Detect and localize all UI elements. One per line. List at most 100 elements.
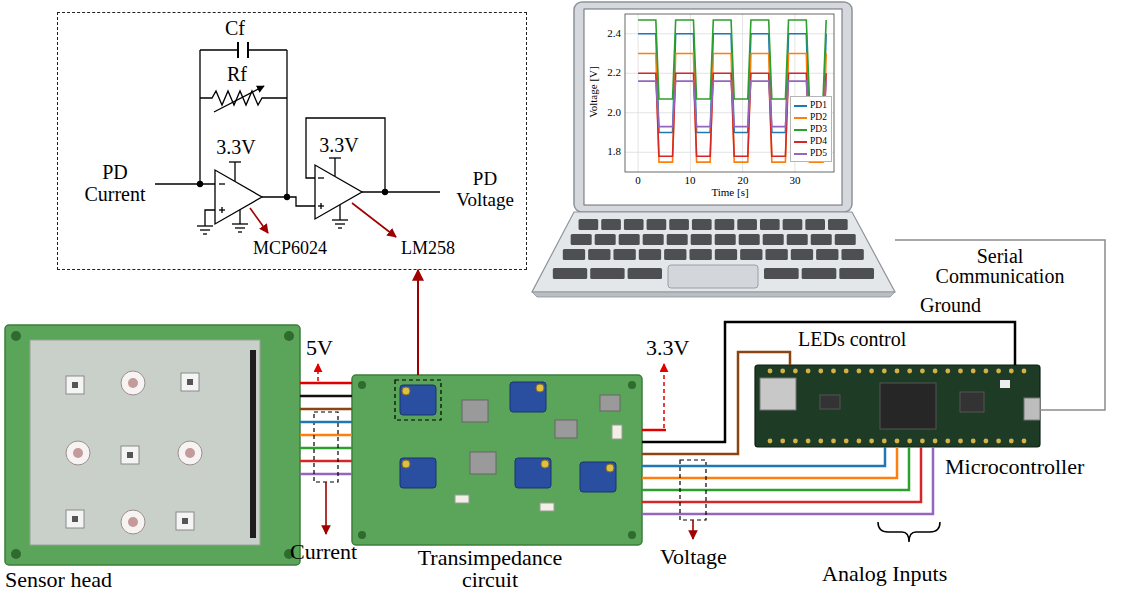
photodiode — [121, 371, 145, 395]
circuit-schematic — [200, 91, 287, 105]
circuit-schematic — [329, 157, 341, 158]
keyboard-key — [805, 219, 825, 230]
keyboard-key — [839, 268, 874, 279]
tick-label: 20 — [728, 174, 758, 186]
laptop-drawing — [532, 212, 895, 292]
photodiode — [66, 371, 202, 534]
keyboard-key — [802, 268, 837, 279]
led-die — [187, 379, 193, 385]
legend-box: PD1PD2PD3PD4PD5 — [790, 96, 832, 162]
circuit-schematic — [335, 223, 345, 224]
header-pin — [857, 369, 862, 374]
tick-label: 10 — [675, 174, 705, 186]
grid-line — [742, 14, 743, 172]
legend-text: PD3 — [810, 124, 827, 134]
keyboard-key — [763, 234, 784, 245]
header-pin — [831, 369, 836, 374]
header-pin — [984, 369, 989, 374]
circuit-schematic — [332, 219, 348, 220]
header-pin — [971, 369, 976, 374]
tick-label: 2.2 — [596, 66, 621, 78]
led-chip — [121, 446, 139, 464]
leader-arrow — [352, 203, 396, 237]
connection-label: LEDs control — [798, 328, 906, 350]
header-pin — [996, 439, 1001, 444]
header-pin — [869, 369, 874, 374]
keyboard-key — [667, 234, 688, 245]
keyboard-key — [783, 219, 803, 230]
wire-connector — [895, 240, 1105, 410]
signal-wire — [300, 408, 352, 411]
circuit-schematic — [247, 42, 249, 58]
signal-wire — [642, 429, 666, 432]
header-pin — [844, 439, 849, 444]
led-die — [127, 452, 133, 458]
circuit-schematic — [334, 158, 335, 176]
keyboard-keys — [553, 219, 874, 279]
header-pin — [831, 439, 836, 444]
ic-chip — [462, 400, 488, 422]
microcontroller-board — [755, 365, 1040, 447]
circuit-schematic — [339, 205, 340, 220]
header-pin — [895, 369, 900, 374]
sensor-head-board — [5, 325, 300, 565]
voltage-label: 3.3V — [646, 336, 689, 360]
laptop-drawing — [668, 265, 758, 288]
legend-text: PD5 — [810, 148, 827, 158]
circuit-schematic — [306, 118, 385, 192]
keyboard-key — [835, 234, 856, 245]
capacitor-part — [540, 503, 554, 511]
keyboard-key — [563, 249, 585, 260]
keyboard-key — [628, 268, 662, 279]
led-chip — [181, 373, 199, 391]
keyboard-key — [737, 219, 757, 230]
keyboard-key — [647, 219, 667, 230]
curly-brace — [878, 522, 940, 542]
voltage-label: 5V — [306, 336, 333, 360]
ic-chip — [600, 395, 620, 411]
sensor-head-board — [250, 350, 256, 538]
keyboard-key — [715, 219, 735, 230]
trimmer-screw — [606, 464, 614, 472]
header-pin — [971, 439, 976, 444]
keyboard-key — [715, 249, 737, 260]
connection-label: Ground — [920, 294, 981, 316]
part-number: LM258 — [401, 239, 455, 259]
legend-text: PD2 — [810, 112, 827, 122]
tick-label: 2.4 — [596, 27, 621, 39]
keyboard-key — [571, 234, 592, 245]
header-pin — [818, 439, 823, 444]
keyboard-key — [669, 219, 689, 230]
photodiode-core — [73, 448, 83, 458]
legend-swatch — [794, 141, 807, 143]
wire-connector — [642, 322, 1015, 442]
circuit-schematic — [383, 190, 388, 195]
grid-line — [690, 14, 691, 172]
photodiode-core — [73, 378, 195, 527]
keyboard-key — [765, 249, 787, 260]
wire-connector — [642, 352, 790, 454]
trimmer-screw — [536, 384, 544, 392]
header-pin — [869, 439, 874, 444]
transimpedance-board — [358, 531, 366, 539]
circuit-schematic — [248, 49, 287, 50]
keyboard-key — [811, 234, 832, 245]
laptop-drawing — [532, 2, 895, 297]
keyboard-key — [624, 219, 644, 230]
circuit-schematic — [234, 162, 235, 181]
signal-wire — [642, 447, 933, 514]
microcontroller-board — [760, 378, 796, 410]
header-pin — [882, 369, 887, 374]
header-pin — [958, 439, 963, 444]
capacitor-part — [455, 495, 469, 503]
signal-wire — [300, 395, 352, 398]
keyboard-key — [639, 249, 661, 260]
circuit-schematic — [203, 233, 207, 234]
leader-arrow — [325, 482, 327, 534]
circuit-schematic — [235, 227, 245, 228]
header-pin — [768, 369, 1027, 444]
supply-label: 3.3V — [309, 134, 369, 156]
keyboard-key — [739, 234, 760, 245]
